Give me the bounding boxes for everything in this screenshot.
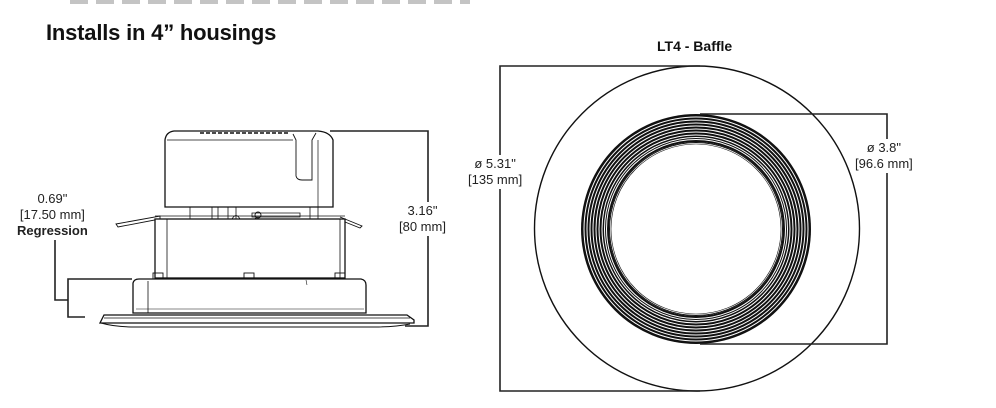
regression-label: Regression xyxy=(17,223,88,238)
section-title: Installs in 4” housings xyxy=(46,20,277,45)
regression-mm: [17.50 mm] xyxy=(19,207,85,222)
top-dimension-lines xyxy=(499,65,888,392)
regression-inches: 0.69" xyxy=(37,191,68,206)
top-view-drawing xyxy=(533,65,861,392)
clipped-text-strip xyxy=(70,0,470,4)
inner-diameter-mm: [96.6 mm] xyxy=(855,156,913,171)
inner-diameter-label: ø 3.8" [96.6 mm] xyxy=(853,139,915,173)
outer-diameter-label: ø 5.31" [135 mm] xyxy=(466,155,525,189)
view-title: LT4 - Baffle xyxy=(657,38,733,54)
side-view-drawing xyxy=(98,130,415,328)
height-dimension-label: 3.16" [80 mm] xyxy=(397,202,448,236)
clipped-header-text xyxy=(70,0,470,4)
outer-diameter-mm: [135 mm] xyxy=(468,172,523,187)
inner-diameter-inches: ø 3.8" xyxy=(866,140,902,155)
outer-diameter-inches: ø 5.31" xyxy=(474,156,516,171)
height-inches: 3.16" xyxy=(407,203,438,218)
height-mm: [80 mm] xyxy=(399,219,446,234)
regression-dimension-label: 0.69" [17.50 mm] Regression xyxy=(15,190,90,240)
